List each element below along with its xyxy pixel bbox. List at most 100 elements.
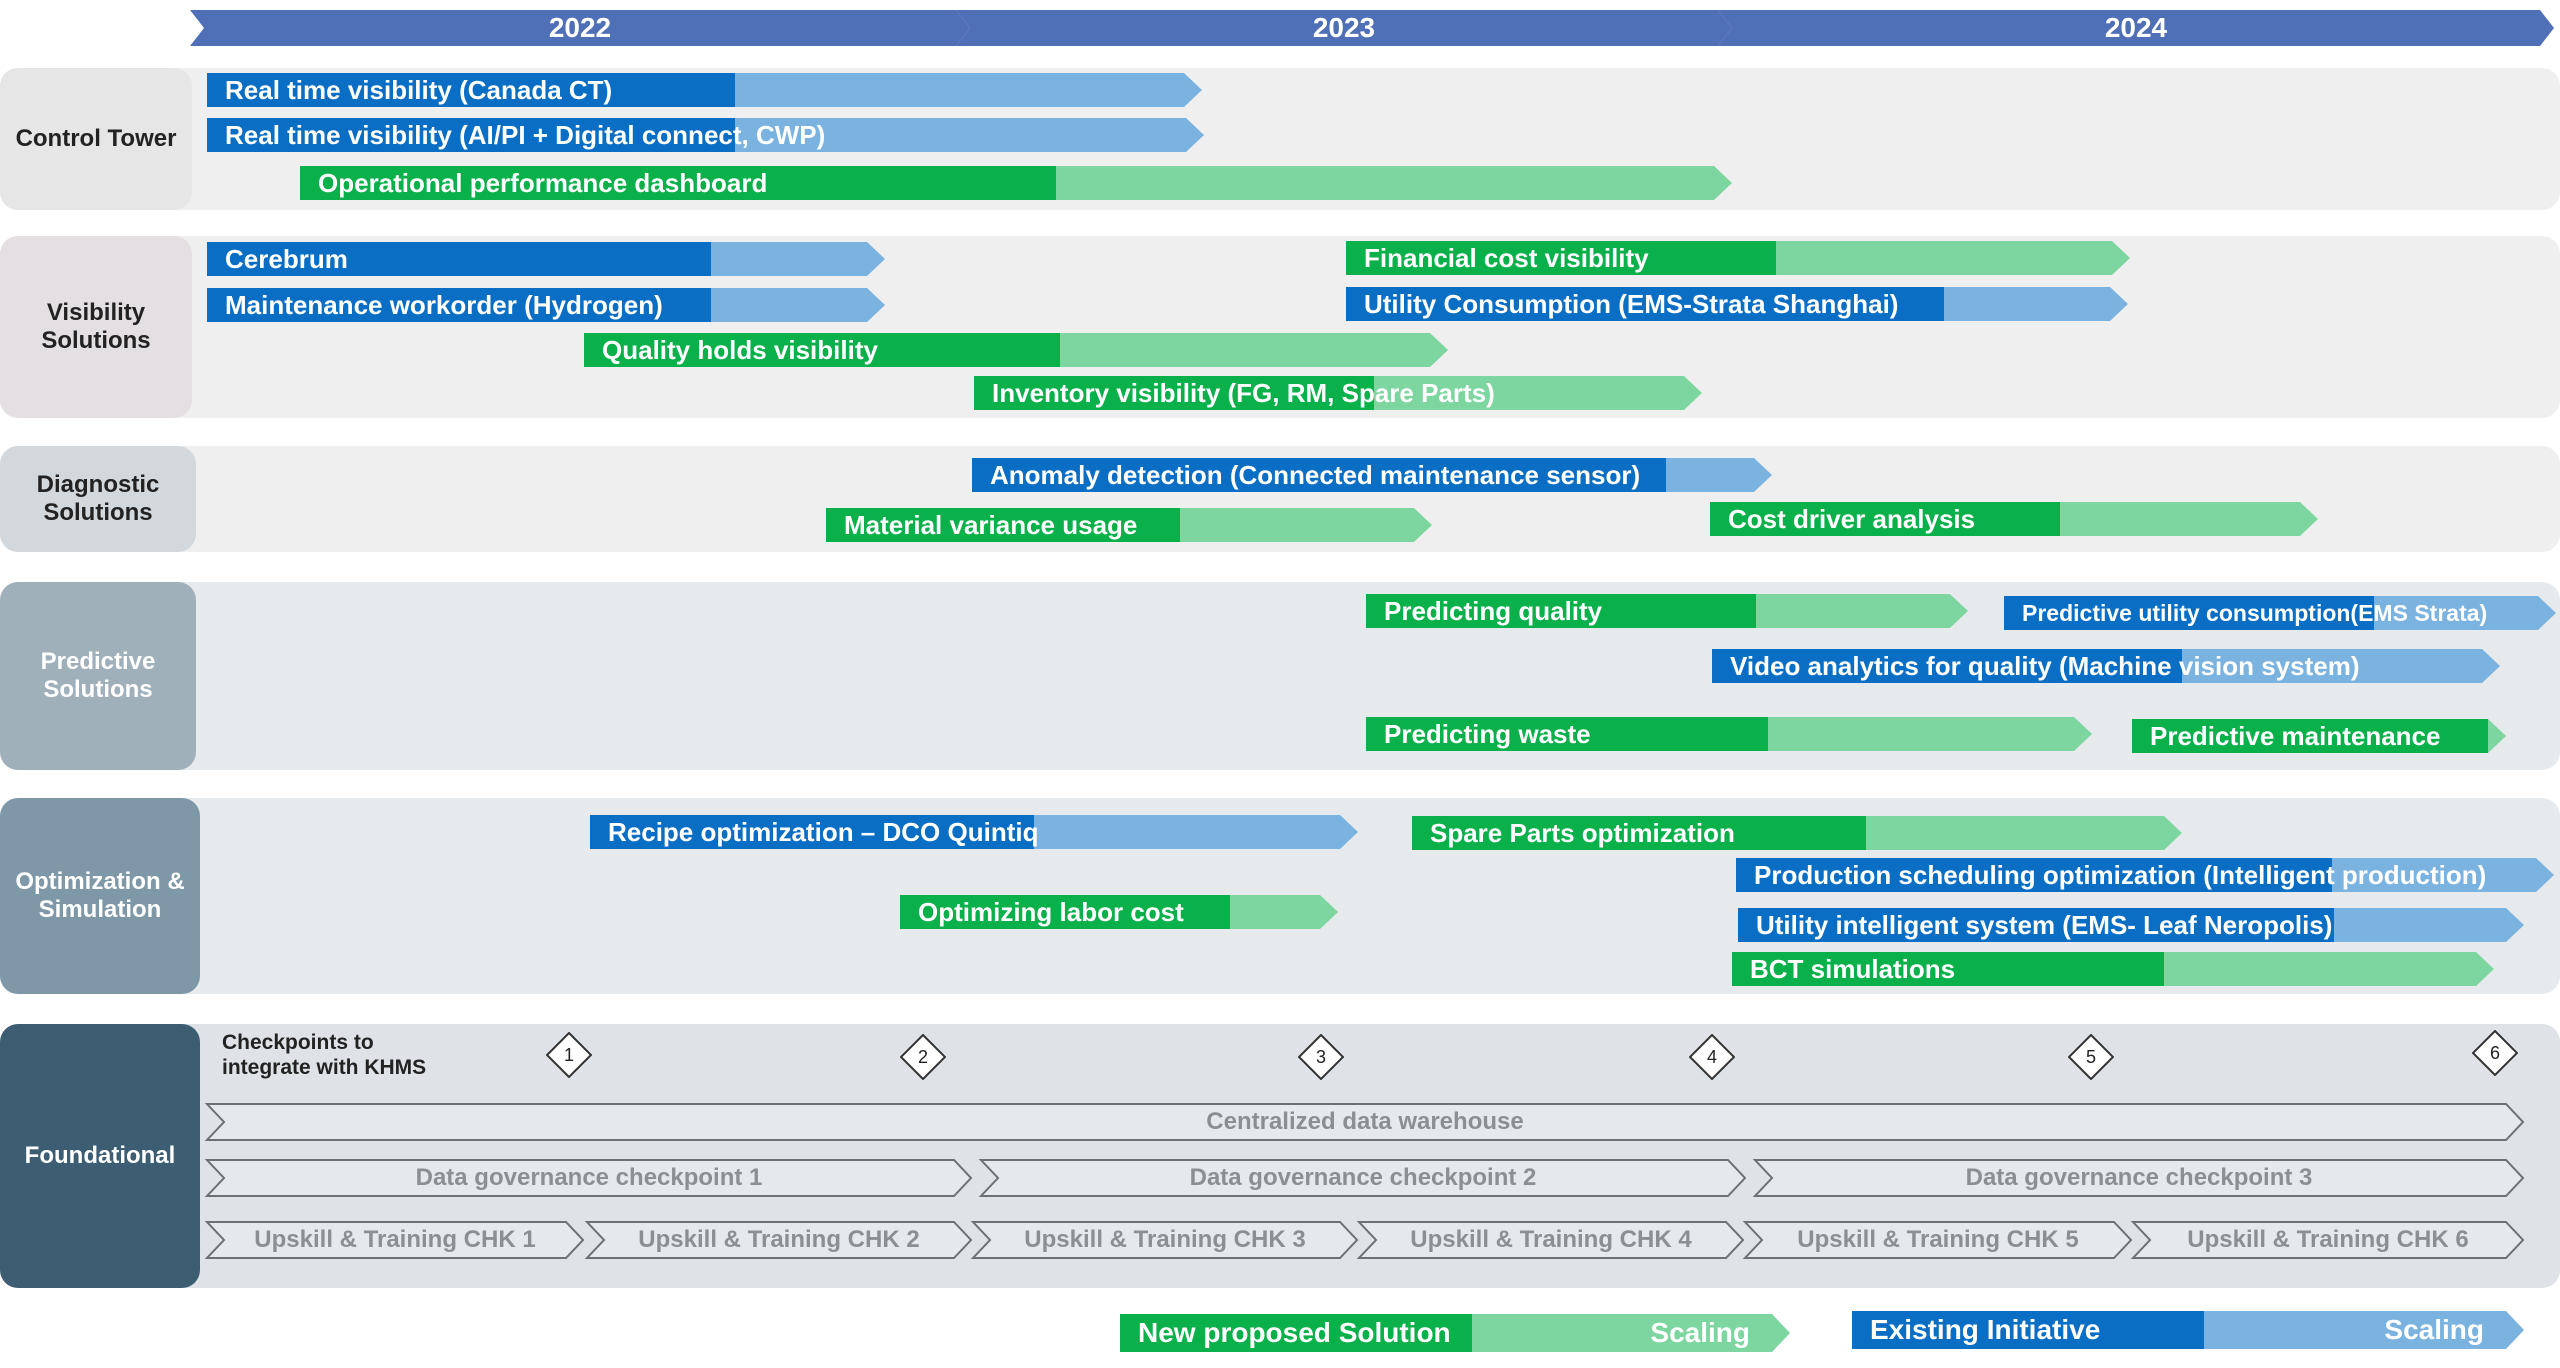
bar-label: Operational performance dashboard <box>318 167 768 198</box>
year-2022: 2022 <box>190 10 970 46</box>
category-label: Foundational <box>24 1142 176 1169</box>
chevron-upskill-1: Upskill & Training CHK 1 <box>204 1221 585 1259</box>
chevron-governance-1: Data governance checkpoint 1 <box>204 1159 973 1197</box>
chevron-label: Data governance checkpoint 3 <box>1965 1164 2313 1191</box>
bar-predicting-waste: Predicting waste <box>1366 717 2092 751</box>
category-label: Diagnostic Solutions <box>36 471 160 526</box>
checkpoint-number: 6 <box>2489 1042 2500 1063</box>
bar-label: Cost driver analysis <box>1728 503 1976 534</box>
legend-new-proposed: New proposed Solution Scaling <box>1120 1314 1790 1352</box>
chevron-label: Upskill & Training CHK 1 <box>254 1226 536 1253</box>
bar-recipe: Recipe optimization – DCO Quintiq <box>590 815 1358 849</box>
bar-cerebrum: Cerebrum <box>207 242 885 276</box>
bar-maint-workorder: Maintenance workorder (Hydrogen) <box>207 288 885 322</box>
bar-label: Real time visibility (AI/PI + Digital co… <box>225 119 826 150</box>
chevron-label: Upskill & Training CHK 4 <box>1410 1226 1692 1253</box>
category-predictive: Predictive Solutions <box>0 582 196 770</box>
bar-anomaly: Anomaly detection (Connected maintenance… <box>972 458 1772 492</box>
bar-label: Production scheduling optimization (Inte… <box>1754 859 2487 890</box>
checkpoint-diamond-4: 4 <box>1688 1033 1736 1081</box>
year-2024: 2024 <box>1718 10 2554 46</box>
category-visibility: Visibility Solutions <box>0 236 192 418</box>
bar-label: Quality holds visibility <box>602 334 878 365</box>
bar-label: Optimizing labor cost <box>918 896 1184 927</box>
year-2023: 2023 <box>956 10 1732 46</box>
bar-quality-holds: Quality holds visibility <box>584 333 1448 367</box>
checkpoint-number: 3 <box>1315 1046 1326 1067</box>
chevron-upskill-2: Upskill & Training CHK 2 <box>584 1221 973 1259</box>
chevron-label: Upskill & Training CHK 5 <box>1797 1226 2079 1253</box>
category-label: Predictive Solutions <box>40 648 156 703</box>
bar-predicting-quality: Predicting quality <box>1366 594 1968 628</box>
chevron-label: Data governance checkpoint 1 <box>415 1164 763 1191</box>
chevron-label: Data governance checkpoint 2 <box>1189 1164 1537 1191</box>
bar-label: Anomaly detection (Connected maintenance… <box>990 459 1641 490</box>
bar-label: Predicting waste <box>1384 718 1591 749</box>
checkpoint-number: 5 <box>2085 1046 2096 1067</box>
checkpoint-diamond-2: 2 <box>899 1033 947 1081</box>
legend-label: New proposed Solution <box>1138 1317 1451 1348</box>
bar-label: Predicting quality <box>1384 595 1603 626</box>
chevron-label: Upskill & Training CHK 3 <box>1024 1226 1306 1253</box>
checkpoint-number: 4 <box>1706 1046 1717 1067</box>
chevron-label: Centralized data warehouse <box>1206 1108 1524 1135</box>
chevron-governance-3: Data governance checkpoint 3 <box>1752 1159 2525 1197</box>
chevron-upskill-5: Upskill & Training CHK 5 <box>1742 1221 2133 1259</box>
chevron-label: Upskill & Training CHK 6 <box>2187 1226 2469 1253</box>
bar-label: Utility Consumption (EMS-Strata Shanghai… <box>1364 288 1899 319</box>
bar-label: Spare Parts optimization <box>1430 817 1735 848</box>
category-foundational: Foundational <box>0 1024 200 1288</box>
bar-label: Financial cost visibility <box>1364 242 1649 273</box>
bar-label: BCT simulations <box>1750 953 1956 984</box>
legend-scaling-label: Scaling <box>2384 1314 2484 1345</box>
checkpoint-number: 1 <box>563 1044 574 1065</box>
bar-utility-consumption: Utility Consumption (EMS-Strata Shanghai… <box>1346 287 2128 321</box>
year-label: 2022 <box>548 12 612 43</box>
bar-material-variance: Material variance usage <box>826 508 1432 542</box>
bar-label: Predictive utility consumption(EMS Strat… <box>2022 599 2488 626</box>
checkpoint-diamond-5: 5 <box>2067 1033 2115 1081</box>
checkpoints-label: Checkpoints to integrate with KHMS <box>222 1031 427 1079</box>
bar-label: Maintenance workorder (Hydrogen) <box>225 289 663 320</box>
bar-label: Utility intelligent system (EMS- Leaf Ne… <box>1756 909 2333 940</box>
chevron-upskill-4: Upskill & Training CHK 4 <box>1356 1221 1745 1259</box>
chevron-label: Upskill & Training CHK 2 <box>638 1226 920 1253</box>
bar-label: Predictive maintenance <box>2150 720 2441 751</box>
legend-existing-initiative: Existing Initiative Scaling <box>1852 1311 2524 1349</box>
bar-label: Real time visibility (Canada CT) <box>225 74 613 105</box>
legend-label: Existing Initiative <box>1870 1314 2101 1345</box>
chevron-data-warehouse: Centralized data warehouse <box>204 1103 2525 1141</box>
bar-label: Material variance usage <box>844 509 1138 540</box>
bar-label: Video analytics for quality (Machine vis… <box>1730 650 2360 681</box>
category-diagnostic: Diagnostic Solutions <box>0 446 196 552</box>
bar-video-analytics: Video analytics for quality (Machine vis… <box>1712 649 2500 683</box>
category-label: Visibility Solutions <box>41 299 151 354</box>
bar-spare-parts: Spare Parts optimization <box>1412 816 2182 850</box>
checkpoint-number: 2 <box>917 1046 928 1067</box>
chevron-governance-2: Data governance checkpoint 2 <box>978 1159 1747 1197</box>
category-control-tower: Control Tower <box>0 68 192 210</box>
category-optimization: Optimization & Simulation <box>0 798 200 994</box>
bar-predictive-maintenance: Predictive maintenance <box>2132 719 2506 753</box>
bar-rt-canada: Real time visibility (Canada CT) <box>207 73 1202 107</box>
checkpoint-diamond-1: 1 <box>545 1031 593 1079</box>
legend-scaling-label: Scaling <box>1650 1317 1750 1348</box>
bar-label: Inventory visibility (FG, RM, Spare Part… <box>992 377 1495 408</box>
chevron-upskill-3: Upskill & Training CHK 3 <box>970 1221 1359 1259</box>
year-label: 2023 <box>1312 12 1376 43</box>
bar-label: Recipe optimization – DCO Quintiq <box>608 816 1039 847</box>
bar-financial-cost: Financial cost visibility <box>1346 241 2130 275</box>
bar-label: Cerebrum <box>225 243 348 274</box>
bar-utility-intelligent: Utility intelligent system (EMS- Leaf Ne… <box>1738 908 2524 942</box>
chevron-upskill-6: Upskill & Training CHK 6 <box>2130 1221 2525 1259</box>
bar-cost-driver: Cost driver analysis <box>1710 502 2318 536</box>
bar-labor-cost: Optimizing labor cost <box>900 895 1338 929</box>
year-label: 2024 <box>2104 12 2168 43</box>
bar-op-dashboard: Operational performance dashboard <box>300 166 1732 200</box>
checkpoint-diamond-3: 3 <box>1297 1033 1345 1081</box>
category-label: Optimization & Simulation <box>15 868 185 923</box>
bar-inventory: Inventory visibility (FG, RM, Spare Part… <box>974 376 1702 410</box>
bar-rt-aipi: Real time visibility (AI/PI + Digital co… <box>207 118 1204 152</box>
bar-predictive-utility: Predictive utility consumption(EMS Strat… <box>2004 596 2556 630</box>
category-label: Control Tower <box>15 125 177 152</box>
